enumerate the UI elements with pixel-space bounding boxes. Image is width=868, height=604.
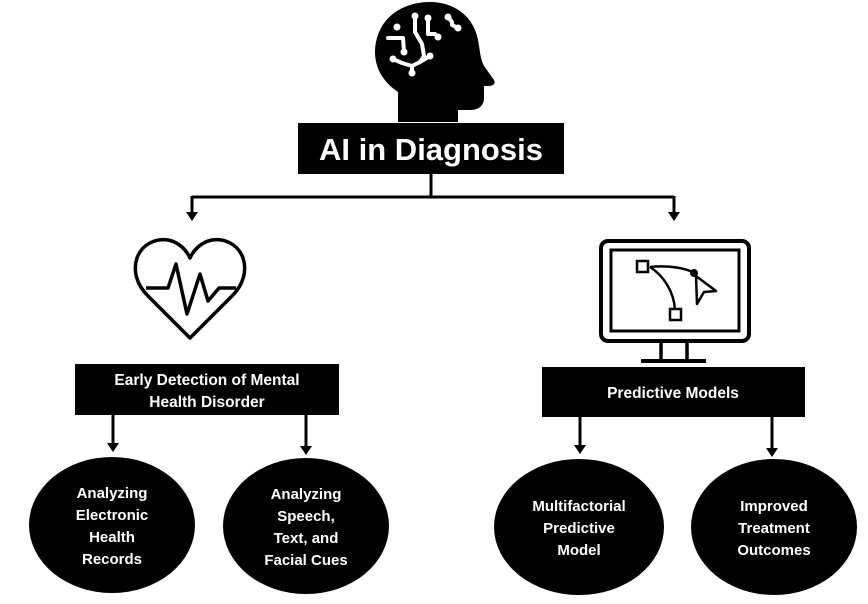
branch-node-label-line-1: Early Detection of Mental	[114, 372, 299, 389]
leaf-arrowhead	[574, 445, 586, 454]
root-node-box	[298, 123, 564, 174]
leaf-node-oval	[29, 457, 195, 593]
monitor-vector-icon	[599, 239, 751, 363]
leaf-node-oval	[223, 458, 389, 594]
leaf-node-label-line: Predictive	[543, 520, 615, 537]
branch-node-early-detection: Early Detection of Mental Health Disorde…	[75, 364, 339, 415]
leaf-node-improved-treatment-outcomes: Improved Treatment Outcomes	[691, 459, 857, 595]
leaf-arrowhead	[766, 448, 778, 457]
branch-node-box	[75, 364, 339, 415]
leaf-arrowhead	[300, 446, 312, 455]
leaf-node-label-line: Model	[557, 542, 600, 559]
leaf-node-label-line: Text, and	[274, 530, 339, 547]
heart-pulse-icon	[133, 237, 247, 340]
branch-node-label-line-1: Predictive Models	[607, 385, 739, 402]
leaf-node-label-line: Records	[82, 551, 142, 568]
branch-node-predictive-models: Predictive Models	[542, 367, 805, 417]
root-node-label: AI in Diagnosis	[319, 132, 543, 167]
leaf-node-label-line: Health	[89, 529, 135, 546]
leaf-node-label-line: Speech,	[277, 508, 335, 525]
leaf-node-label-line: Multifactorial	[532, 498, 625, 515]
leaf-node-oval	[691, 459, 857, 595]
head-circuit-icon	[374, 2, 495, 122]
root-connectors	[190, 174, 676, 213]
leaf-node-label-line: Outcomes	[737, 542, 810, 559]
leaf-node-oval	[494, 459, 664, 595]
leaf-connectors	[111, 415, 774, 449]
leaf-node-label-line: Analyzing	[271, 486, 342, 503]
leaf-node-label-line: Treatment	[738, 520, 810, 537]
leaf-node-label-line: Analyzing	[77, 485, 148, 502]
root-node: AI in Diagnosis	[298, 123, 564, 174]
right-branch-arrowhead	[668, 212, 680, 221]
leaf-node-multifactorial-predictive-model: Multifactorial Predictive Model	[494, 459, 664, 595]
leaf-node-speech-text-facial-cues: Analyzing Speech, Text, and Facial Cues	[223, 458, 389, 594]
left-branch-arrowhead	[186, 212, 198, 221]
leaf-node-electronic-health-records: Analyzing Electronic Health Records	[29, 457, 195, 593]
branch-node-box	[542, 367, 805, 417]
leaf-node-label-line: Facial Cues	[264, 552, 347, 569]
leaf-arrowhead	[107, 443, 119, 452]
leaf-node-label-line: Improved	[740, 498, 808, 515]
branch-node-label-line-2: Health Disorder	[149, 394, 264, 411]
leaf-node-label-line: Electronic	[76, 507, 149, 524]
